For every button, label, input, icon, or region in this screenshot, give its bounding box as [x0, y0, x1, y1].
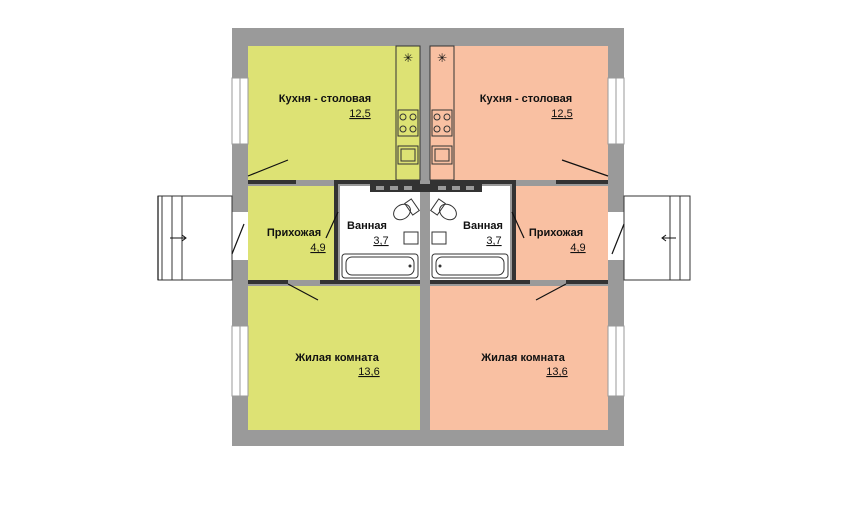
svg-text:✳: ✳: [403, 51, 413, 65]
right-bath-fixtures: [430, 198, 509, 279]
entry-arrow-icon: [661, 234, 676, 242]
left-entry-opening: [232, 212, 248, 260]
right-bath-floor: [430, 186, 510, 280]
right-bath-name: Ванная: [463, 220, 503, 232]
right-apartment: [430, 46, 608, 430]
bathtub-icon: [431, 253, 509, 279]
right-hall-area: 4,9: [570, 242, 585, 254]
right-kitchen-unit: ✳: [429, 45, 455, 181]
left-porch: [157, 195, 233, 281]
left-living-floor: [248, 286, 420, 430]
left-kitchen-unit: ✳: [395, 45, 421, 181]
toilet-icon: [430, 198, 457, 221]
right-living-floor: [430, 286, 608, 430]
left-kitchen-floor: [248, 46, 420, 180]
sink-icon: [431, 231, 447, 245]
right-kitchen-floor: [430, 46, 608, 180]
svg-text:✳: ✳: [437, 51, 447, 65]
party-wall: [420, 46, 430, 430]
left-hall-name: Прихожая: [267, 227, 321, 239]
interior-walls: [248, 180, 608, 284]
right-kitchen-area: 12,5: [551, 108, 572, 120]
right-living-name: Жилая комната: [480, 352, 566, 364]
right-hall-name: Прихожая: [529, 227, 583, 239]
sink-icon: [397, 145, 419, 165]
bathtub-icon: [341, 253, 419, 279]
right-hall-floor: [516, 186, 608, 280]
right-bath-area: 3,7: [486, 235, 501, 247]
stove-icon: [397, 109, 419, 137]
left-living-area: 13,6: [358, 366, 379, 378]
left-bath-area: 3,7: [373, 235, 388, 247]
left-kitchen-area: 12,5: [349, 108, 370, 120]
sink-icon: [431, 145, 453, 165]
stove-icon: [431, 109, 453, 137]
snowflake-icon: ✳: [437, 51, 447, 65]
toilet-icon: [393, 198, 420, 221]
right-kitchen-name: Кухня - столовая: [480, 93, 572, 105]
left-living-name: Жилая комната: [294, 352, 380, 364]
left-bath-fixtures: [341, 198, 420, 279]
left-bath-name: Ванная: [347, 220, 387, 232]
entry-arrow-icon: [170, 234, 187, 242]
snowflake-icon: ✳: [403, 51, 413, 65]
right-entry-opening: [608, 212, 624, 260]
left-hall-floor: [248, 186, 334, 280]
left-kitchen-name: Кухня - столовая: [279, 93, 371, 105]
right-porch: [623, 195, 691, 281]
doors: [231, 159, 625, 301]
right-living-area: 13,6: [546, 366, 567, 378]
left-hall-area: 4,9: [310, 242, 325, 254]
left-bath-floor: [340, 186, 420, 280]
windows: [231, 77, 625, 397]
sink-icon: [403, 231, 419, 245]
